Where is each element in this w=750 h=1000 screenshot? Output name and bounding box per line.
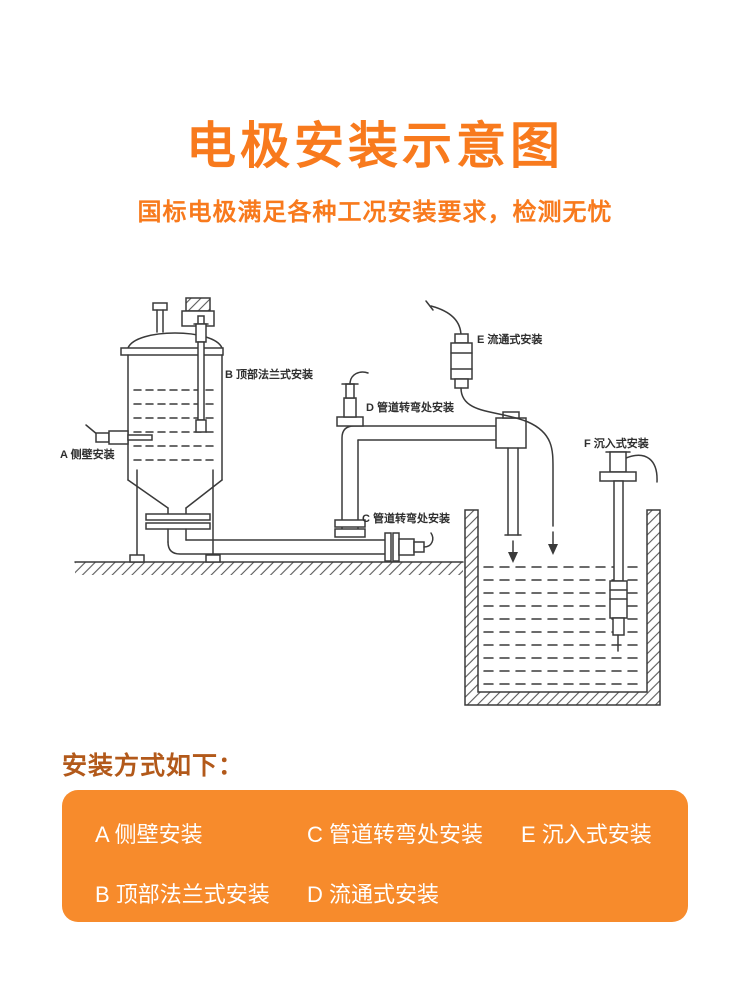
label-d: D 管道转弯处安装 [366,400,454,414]
label-b: B 顶部法兰式安装 [225,367,313,381]
electrode-c [384,532,434,562]
method-item-c: C 管道转弯处安装 [307,822,484,847]
label-a: A 侧壁安装 [60,447,115,461]
vessel-tank [120,297,224,563]
label-f: F 沉入式安装 [584,436,649,450]
flow-cell-e [425,300,554,527]
flow-arrow-right [548,531,558,555]
diagram-canvas: A 侧壁安装 B 顶部法兰式安装 C 管道转弯处安装 D 管道转弯处安装 E 流… [60,297,661,706]
diagram-labels: A 侧壁安装 B 顶部法兰式安装 C 管道转弯处安装 D 管道转弯处安装 E 流… [60,332,649,525]
electrode-b [193,315,209,433]
label-c: C 管道转弯处安装 [362,511,450,525]
vessel-liquid [133,389,217,461]
method-item-a: A 侧壁安装 [95,822,203,847]
method-item-e: E 沉入式安装 [521,822,652,847]
installation-diagram: A 侧壁安装 B 顶部法兰式安装 C 管道转弯处安装 D 管道转弯处安装 E 流… [0,270,750,730]
method-item-b: B 顶部法兰式安装 [95,882,270,907]
page-subtitle: 国标电极满足各种工况安装要求，检测无忧 [137,199,613,226]
methods-panel: A 侧壁安装 C 管道转弯处安装 E 沉入式安装 B 顶部法兰式安装 D 流通式… [62,790,688,922]
method-item-d: D 流通式安装 [307,882,440,907]
tee-fitting [495,411,527,536]
page-title: 电极安装示意图 [186,118,564,174]
open-tank [464,509,661,706]
methods-heading: 安装方式如下： [62,752,245,780]
flow-arrow-left [508,540,518,563]
electrode-f [599,451,658,652]
label-e: E 流通式安装 [477,332,542,346]
bottom-pipe [167,528,386,555]
electrode-a [85,424,153,445]
ground-line [74,561,464,575]
electrode-d [336,371,369,427]
